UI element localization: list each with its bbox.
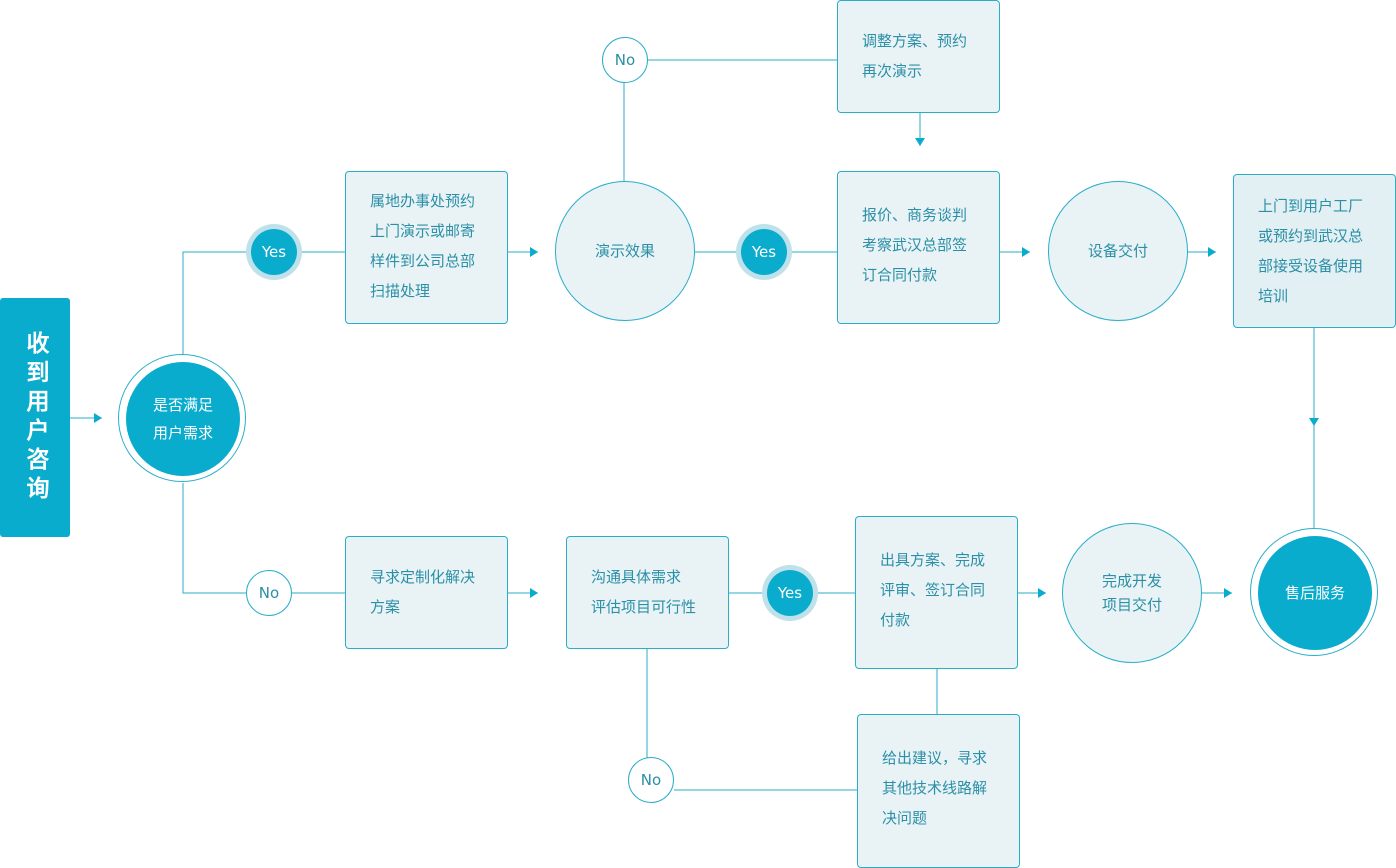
after-sales-node: 售后服务	[1250, 528, 1378, 656]
decision-node: 是否满足 用户需求	[118, 354, 246, 482]
advice-line-3: 决问题	[882, 809, 928, 827]
training-line-2: 或预约到武汉总	[1258, 227, 1364, 245]
plan-line-1: 出具方案、完成	[880, 551, 986, 569]
assess-line-1: 沟通具体需求	[591, 568, 682, 586]
demo-effect-label: 演示效果	[594, 242, 655, 260]
delivery-label: 设备交付	[1087, 242, 1148, 260]
no-badge-bottom: No	[246, 570, 292, 616]
quote-line-3: 订合同付款	[862, 266, 938, 284]
start-node: 收到用户咨询	[0, 298, 70, 537]
box1-line-4: 扫描处理	[370, 282, 431, 300]
advice-line-2: 其他技术线路解	[882, 779, 988, 797]
plan-line-2: 评审、签订合同	[880, 581, 986, 599]
demo-effect-circle: 演示效果	[555, 181, 695, 321]
box-adjust-plan: 调整方案、预约 再次演示	[837, 0, 1000, 113]
dev-line-2: 项目交付	[1101, 596, 1162, 614]
box-local-office-demo: 属地办事处预约 上门演示或邮寄 样件到公司总部 扫描处理	[345, 171, 508, 324]
box-advice: 给出建议，寻求 其他技术线路解 决问题	[857, 714, 1020, 868]
training-line-3: 部接受设备使用	[1258, 257, 1364, 275]
yes-badge-top: Yes	[246, 224, 302, 280]
box1-line-3: 样件到公司总部	[370, 252, 476, 270]
equipment-delivery-circle: 设备交付	[1048, 181, 1188, 321]
no-badge-assess: No	[628, 757, 674, 803]
dev-delivery-circle: 完成开发 项目交付	[1062, 523, 1202, 663]
plan-line-3: 付款	[880, 611, 911, 629]
training-line-1: 上门到用户工厂	[1258, 197, 1364, 215]
box-quote-contract: 报价、商务谈判 考察武汉总部签 订合同付款	[837, 171, 1000, 324]
after-sales-label: 售后服务	[1284, 584, 1345, 602]
box-custom-solution: 寻求定制化解决 方案	[345, 536, 508, 649]
decision-line-1: 是否满足	[152, 396, 213, 414]
line-decision-yes	[182, 251, 246, 355]
yes-badge-top-label: Yes	[251, 229, 297, 275]
box1-line-1: 属地办事处预约	[370, 192, 476, 210]
training-line-4: 培训	[1258, 287, 1289, 305]
custom-line-1: 寻求定制化解决	[370, 568, 476, 586]
yes-badge-assess: Yes	[762, 565, 818, 621]
line-decision-no	[182, 483, 246, 594]
yes-badge-assess-label: Yes	[767, 570, 813, 616]
yes-badge-demo: Yes	[736, 224, 792, 280]
box-plan-review: 出具方案、完成 评审、签订合同 付款	[855, 516, 1018, 669]
no-badge-demo: No	[602, 37, 648, 83]
box-assess-feasibility: 沟通具体需求 评估项目可行性	[566, 536, 729, 649]
no-badge-bottom-label: No	[258, 584, 280, 602]
no-badge-assess-label: No	[640, 771, 662, 789]
dev-line-1: 完成开发	[1101, 572, 1162, 590]
box1-line-2: 上门演示或邮寄	[370, 222, 476, 240]
adjust-line-1: 调整方案、预约	[862, 32, 968, 50]
quote-line-1: 报价、商务谈判	[862, 206, 968, 224]
decision-core: 是否满足 用户需求	[126, 362, 240, 476]
start-label: 收到用户咨询	[22, 330, 48, 505]
adjust-line-2: 再次演示	[862, 62, 923, 80]
after-sales-core: 售后服务	[1258, 536, 1372, 650]
quote-line-2: 考察武汉总部签	[862, 236, 968, 254]
box-training: 上门到用户工厂 或预约到武汉总 部接受设备使用 培训	[1233, 174, 1396, 328]
advice-line-1: 给出建议，寻求	[882, 749, 988, 767]
no-badge-demo-label: No	[614, 51, 636, 69]
assess-line-2: 评估项目可行性	[591, 598, 697, 616]
yes-badge-demo-label: Yes	[741, 229, 787, 275]
custom-line-2: 方案	[370, 598, 401, 616]
decision-line-2: 用户需求	[152, 424, 213, 442]
